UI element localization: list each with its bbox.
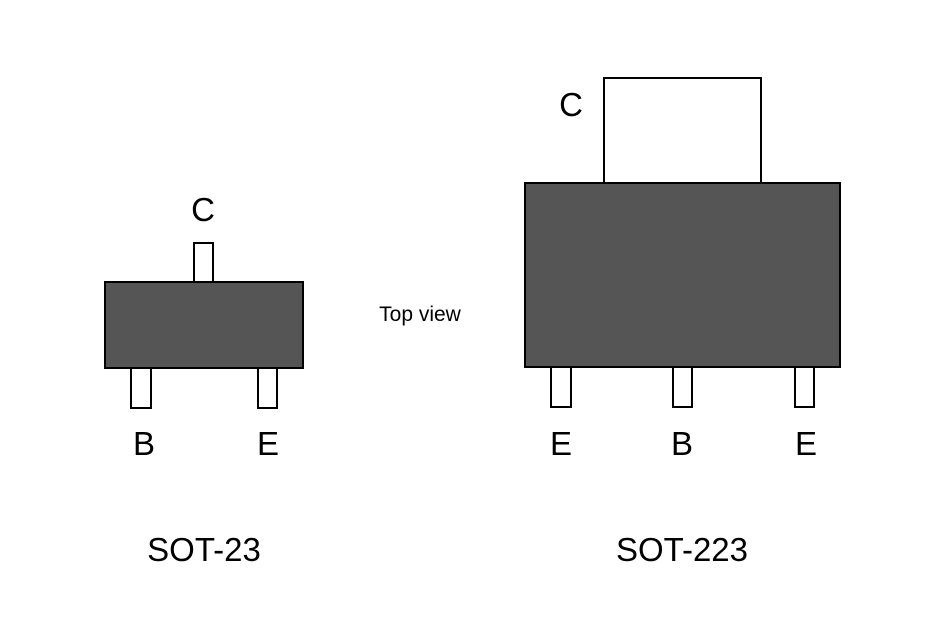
- view-label: Top view: [379, 303, 462, 326]
- sot23-emitter-label: E: [257, 425, 279, 462]
- sot23-collector-label: C: [191, 191, 215, 228]
- sot223-collector-label: C: [559, 86, 583, 123]
- sot23-collector-lead: [193, 242, 214, 283]
- sot23-body: [104, 281, 304, 369]
- sot223-emitter-lead-left: [550, 366, 572, 408]
- sot23-emitter-lead: [257, 367, 278, 409]
- sot23-base-lead: [130, 367, 152, 409]
- sot23-package: C B E SOT-23: [104, 191, 304, 568]
- sot223-base-lead: [672, 366, 693, 408]
- sot223-collector-tab: [603, 77, 762, 185]
- sot223-package-name: SOT-223: [616, 531, 748, 568]
- sot23-base-label: B: [133, 425, 155, 462]
- sot23-package-name: SOT-23: [147, 531, 261, 568]
- sot223-emitter-label-left: E: [550, 425, 572, 462]
- sot223-package: C E B E SOT-223: [524, 77, 841, 568]
- sot223-emitter-label-right: E: [795, 425, 817, 462]
- sot223-base-label: B: [671, 425, 693, 462]
- sot223-emitter-lead-right: [794, 366, 815, 408]
- sot223-body: [524, 182, 841, 368]
